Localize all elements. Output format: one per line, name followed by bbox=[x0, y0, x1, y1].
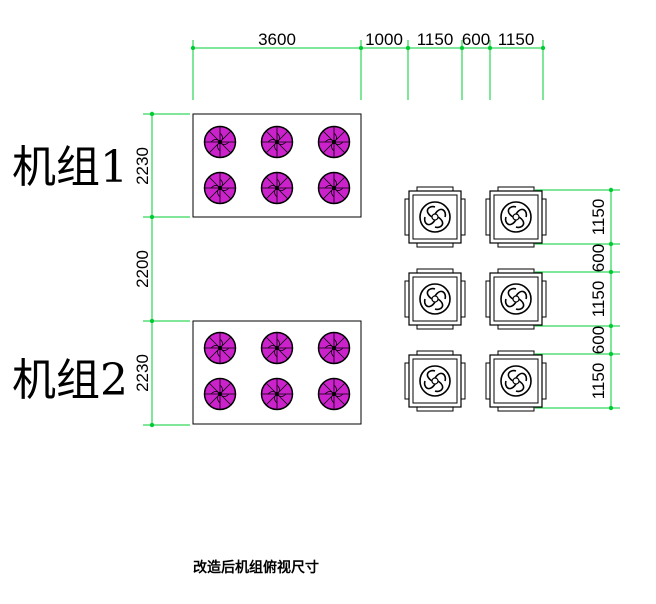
axial-fan-unit-icon bbox=[485, 186, 547, 248]
propeller-fan-icon bbox=[260, 377, 294, 411]
unit1-box bbox=[192, 113, 362, 218]
right-dimension-chain: 1150 600 1150 600 1150 bbox=[535, 187, 620, 411]
propeller-fan-icon bbox=[317, 377, 351, 411]
propeller-fan-icon bbox=[260, 125, 294, 159]
propeller-fan-icon bbox=[203, 125, 237, 159]
fan-unit-grid bbox=[404, 186, 547, 412]
propeller-fan-icon bbox=[260, 171, 294, 205]
unit2-box bbox=[192, 320, 362, 425]
drawing-caption: 改造后机组俯视尺寸 bbox=[193, 559, 319, 576]
dim-right-3: 1150 bbox=[589, 281, 608, 318]
dim-right-4: 600 bbox=[589, 326, 608, 354]
axial-fan-unit-icon bbox=[485, 268, 547, 330]
propeller-fan-icon bbox=[317, 171, 351, 205]
unit1-label: 机组1 bbox=[12, 142, 128, 193]
dim-right-1: 1150 bbox=[589, 199, 608, 236]
dim-left-3: 2230 bbox=[133, 354, 152, 392]
dim-right-2: 600 bbox=[589, 244, 608, 272]
propeller-fan-icon bbox=[317, 331, 351, 365]
dim-top-2: 1000 bbox=[365, 30, 403, 49]
dim-top-1: 3600 bbox=[258, 30, 296, 49]
propeller-fan-icon bbox=[203, 331, 237, 365]
dim-left-2: 2200 bbox=[133, 250, 152, 288]
propeller-fan-icon bbox=[260, 331, 294, 365]
dim-right-5: 1150 bbox=[589, 363, 608, 400]
top-dimension-chain: 3600 1000 1150 600 1150 bbox=[190, 30, 546, 100]
axial-fan-unit-icon bbox=[404, 268, 466, 330]
unit2-label: 机组2 bbox=[12, 355, 128, 406]
dim-left-1: 2230 bbox=[133, 147, 152, 185]
dim-top-4: 600 bbox=[462, 30, 490, 49]
axial-fan-unit-icon bbox=[485, 350, 547, 412]
left-dimension-chain: 2230 2200 2230 bbox=[133, 111, 190, 428]
propeller-fan-icon bbox=[203, 171, 237, 205]
propeller-fan-icon bbox=[317, 125, 351, 159]
dim-top-3: 1150 bbox=[417, 30, 454, 49]
axial-fan-unit-icon bbox=[404, 186, 466, 248]
dim-top-5: 1150 bbox=[498, 30, 535, 49]
propeller-fan-icon bbox=[203, 377, 237, 411]
axial-fan-unit-icon bbox=[404, 350, 466, 412]
